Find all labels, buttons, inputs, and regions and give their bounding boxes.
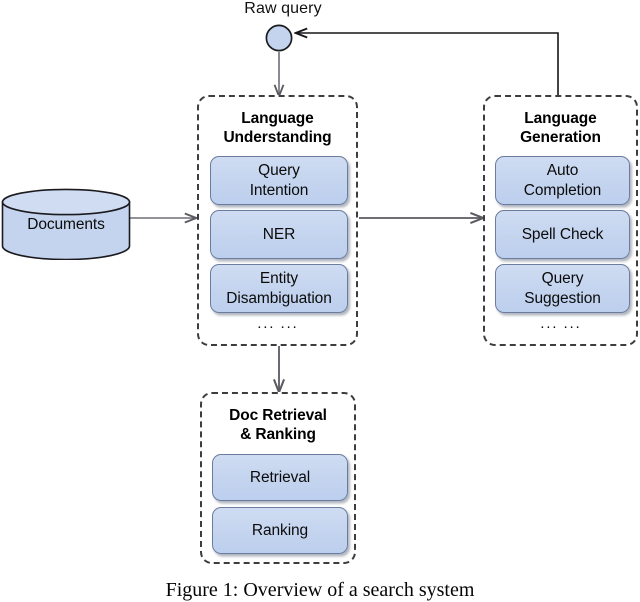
connector-lg-to-raw-query-feedback [296, 33, 559, 96]
group-title-language-understanding-line2: Understanding [223, 129, 332, 146]
component-ranking[interactable]: Ranking [212, 507, 348, 554]
component-spell-check[interactable]: Spell Check [495, 210, 630, 259]
ellipsis-language-generation: ··· ··· [539, 318, 582, 335]
documents-datastore[interactable]: Documents [1, 188, 131, 260]
component-entity-disambiguation[interactable]: Entity Disambiguation [210, 264, 348, 313]
group-language-understanding[interactable]: Language Understanding Query Intention N… [197, 95, 358, 346]
documents-label: Documents [27, 216, 105, 233]
group-title-language-understanding-line1: Language [241, 110, 314, 127]
group-title-doc-retrieval-line2: & Ranking [240, 426, 316, 443]
figure-caption: Figure 1: Overview of a search system [165, 579, 475, 601]
component-auto-completion[interactable]: Auto Completion [495, 156, 630, 205]
raw-query-node[interactable] [265, 24, 293, 52]
group-title-language-generation-line2: Generation [520, 129, 601, 146]
raw-query-label: Raw query [244, 0, 322, 17]
ellipsis-language-understanding: ··· ··· [256, 318, 299, 335]
group-title-doc-retrieval-line1: Doc Retrieval [229, 407, 327, 424]
group-doc-retrieval-ranking[interactable]: Doc Retrieval & Ranking Retrieval Rankin… [200, 392, 356, 564]
cylinder-icon [1, 188, 131, 260]
group-title-language-generation-line1: Language [524, 110, 597, 127]
component-query-intention[interactable]: Query Intention [210, 156, 348, 205]
component-query-suggestion[interactable]: Query Suggestion [495, 264, 630, 313]
group-language-generation[interactable]: Language Generation Auto Completion Spel… [483, 95, 638, 346]
component-retrieval[interactable]: Retrieval [212, 454, 348, 501]
component-ner[interactable]: NER [210, 210, 348, 259]
